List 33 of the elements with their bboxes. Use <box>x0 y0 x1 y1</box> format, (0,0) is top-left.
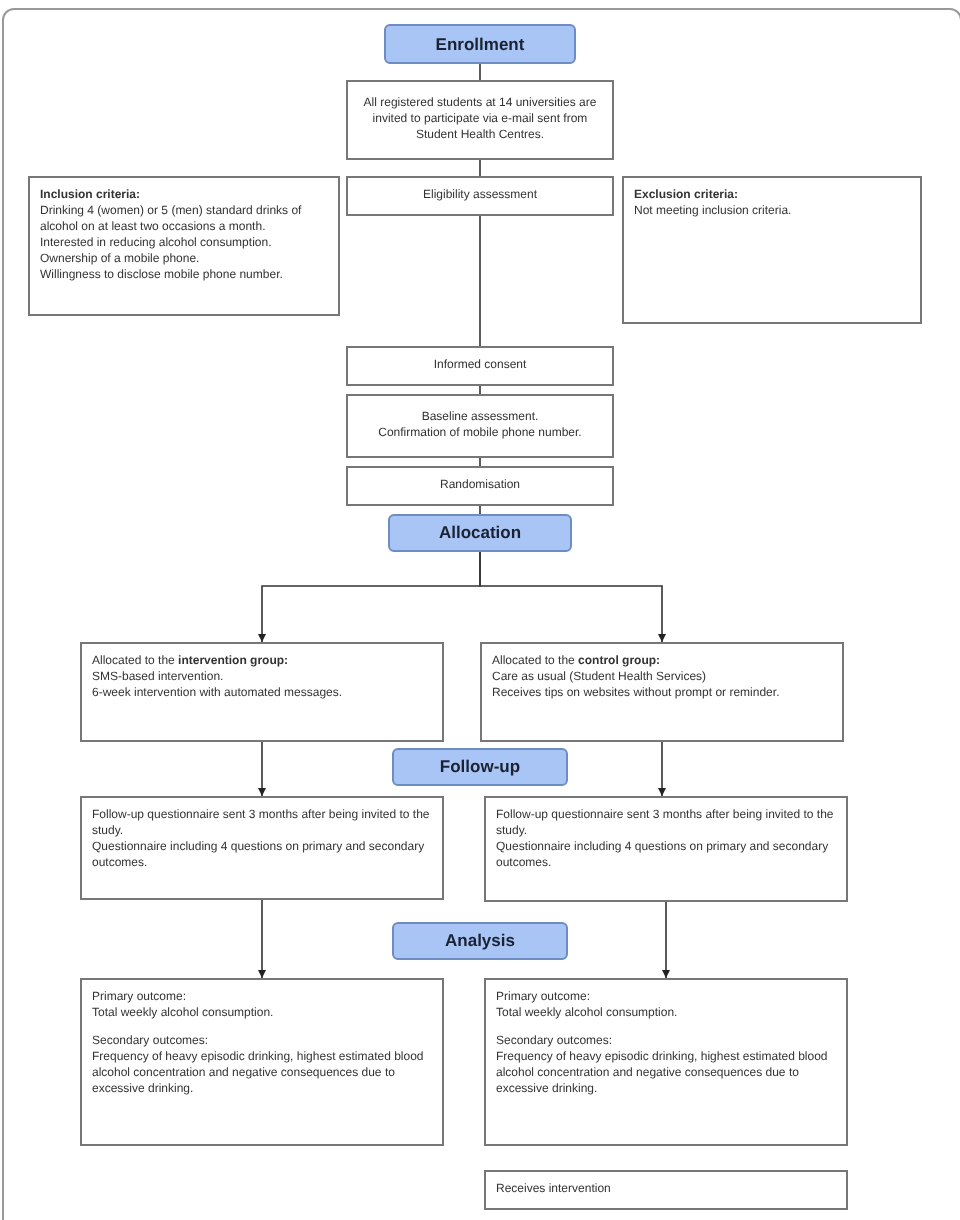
connector-line <box>479 457 481 467</box>
connector-line <box>479 505 481 515</box>
connector-line <box>479 63 481 81</box>
process-box <box>484 1170 848 1210</box>
arrow <box>479 551 666 643</box>
process-box <box>346 394 614 458</box>
stage-header-box <box>388 514 572 552</box>
process-box <box>346 176 614 216</box>
connector-line <box>479 385 481 395</box>
arrow <box>658 741 666 797</box>
stage-title: Allocation <box>438 520 522 546</box>
process-box <box>28 176 340 316</box>
stage-title: Follow-up <box>439 754 521 780</box>
connector-line <box>479 159 481 177</box>
stage-header-box <box>392 748 568 786</box>
process-box <box>80 642 444 742</box>
process-box <box>346 346 614 386</box>
process-box <box>80 978 444 1146</box>
process-box <box>622 176 922 324</box>
process-box <box>346 80 614 160</box>
stage-header-box <box>384 24 576 64</box>
connector-line <box>479 215 481 347</box>
stage-title: Analysis <box>445 928 515 954</box>
stage-header-box <box>392 922 568 960</box>
process-box <box>480 642 844 742</box>
process-box <box>80 796 444 900</box>
arrow <box>258 741 266 797</box>
process-box <box>484 796 848 902</box>
arrow <box>662 901 670 979</box>
stage-title: Enrollment <box>435 31 525 57</box>
arrow <box>258 899 266 979</box>
process-box <box>484 978 848 1146</box>
process-box <box>346 466 614 506</box>
